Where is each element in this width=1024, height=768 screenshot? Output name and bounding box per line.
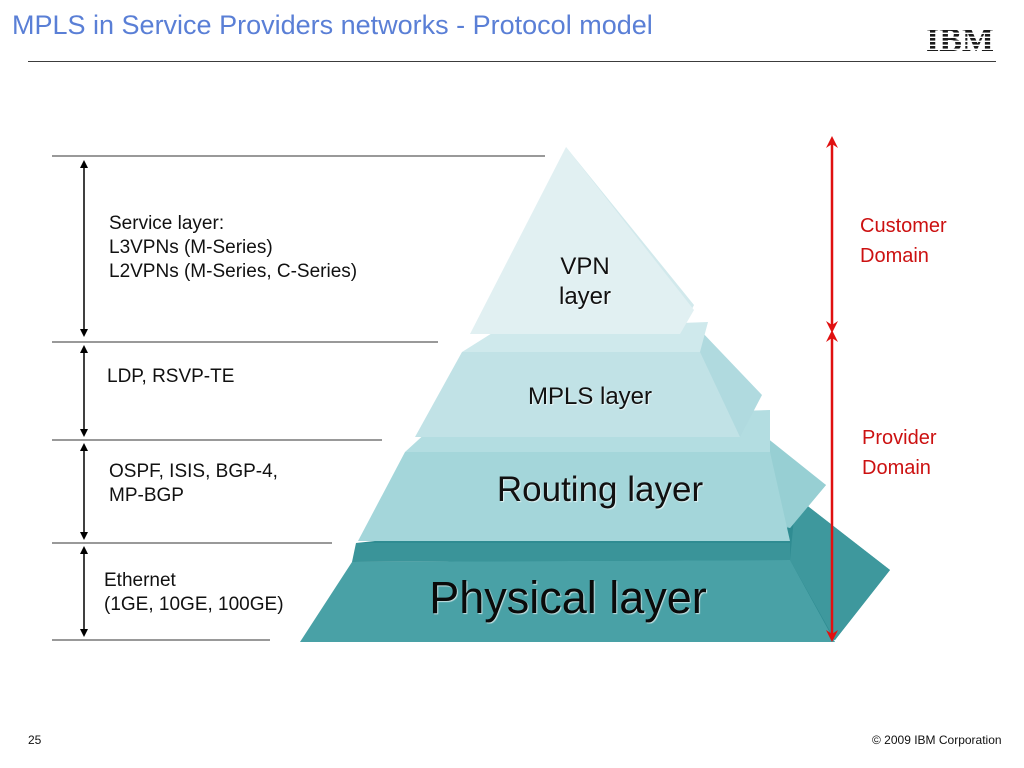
- ibm-logo: IBM: [926, 22, 994, 56]
- physical-layer-face: [300, 560, 835, 642]
- routing-layer-label: Routing layer: [496, 470, 704, 509]
- routing-layer-protocols: OSPF, ISIS, BGP-4, MP-BGP: [109, 461, 278, 506]
- title-divider: [28, 61, 996, 62]
- routing-layer-face: [358, 452, 790, 541]
- mpls-layer-label: MPLS layer: [527, 383, 653, 410]
- mpls-layer-protocols: LDP, RSVP-TE: [107, 366, 235, 387]
- vpn-layer-face: [470, 147, 694, 334]
- physical-layer-label: Physical layer: [429, 572, 707, 623]
- mpls-layer-tier: [415, 322, 762, 437]
- ibm-logo-text: IBM: [926, 22, 994, 56]
- vpn-layer-tier: [470, 147, 694, 334]
- slide-title: MPLS in Service Providers networks - Pro…: [12, 10, 653, 40]
- mpls-layer-face: [415, 352, 740, 437]
- customer-domain-label: Customer Domain: [860, 215, 947, 267]
- page-number: 25: [28, 733, 42, 747]
- copyright-notice: © 2009 IBM Corporation: [872, 733, 1002, 747]
- provider-domain-label: Provider Domain: [862, 427, 937, 479]
- physical-layer-protocols: Ethernet (1GE, 10GE, 100GE): [104, 570, 284, 615]
- service-layer-protocols: Service layer: L3VPNs (M-Series) L2VPNs …: [109, 213, 358, 282]
- vpn-layer-label: VPN layer: [558, 253, 612, 310]
- layer-separator-lines: [52, 155, 545, 641]
- routing-layer-tier: [358, 410, 826, 541]
